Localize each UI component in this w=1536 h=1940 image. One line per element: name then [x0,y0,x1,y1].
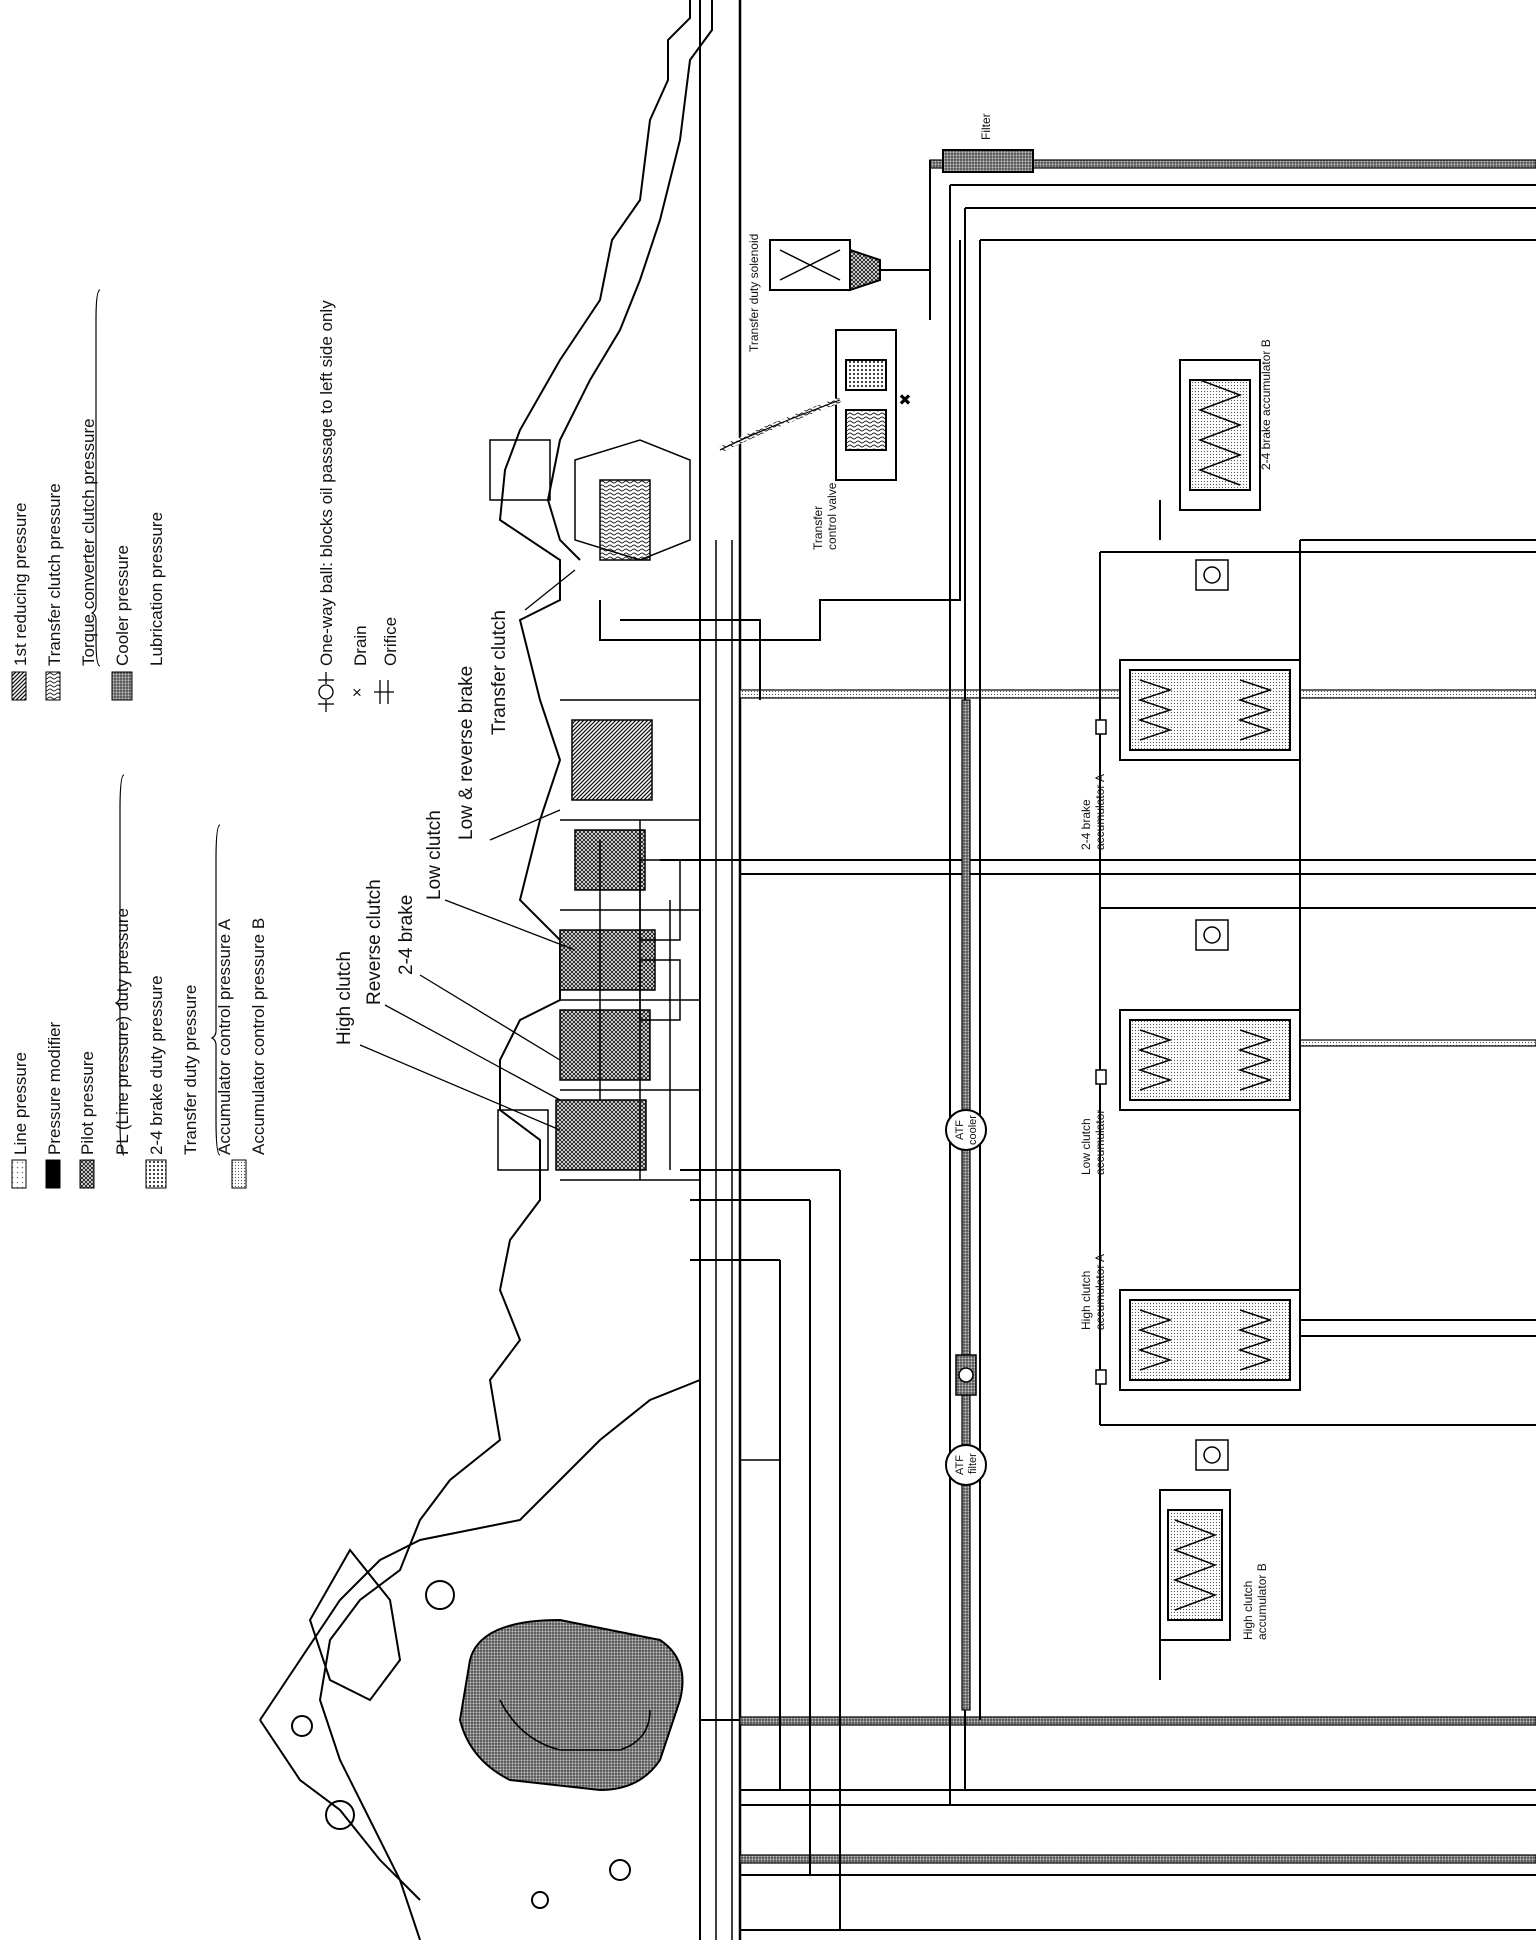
mount-hole-1 [425,1580,455,1610]
one-way-ball-valves [1095,559,1229,1471]
legend-swatches-right [11,289,133,701]
transmission-cross-section [259,0,742,1940]
legend-acc-a: Accumulator control pressure A [215,918,234,1155]
label-high-clutch: High clutch [334,951,355,1045]
clutch-packs [489,439,700,1181]
label-atf-filter-2: filter [967,1453,979,1474]
label-transfer-control-valve-1: Transfer [811,506,825,550]
transfer-control-valve: × [718,329,911,481]
brake-24-accumulator-b [1159,359,1261,540]
legend-torque-converter: Torque converter clutch pressure [79,418,98,666]
low-clutch-accumulator [1119,1009,1301,1111]
swatch-accumulator-pressure [231,1159,247,1189]
label-24-brake-acc-b: 2-4 brake accumulator B [1259,339,1273,470]
swatch-line-pressure [11,1159,27,1189]
label-low-clutch: Low clutch [424,810,445,900]
legend-pressure-modifier: Pressure modifier [45,1021,64,1155]
cooler-one-way-ball [955,1354,977,1396]
swatch-cooler-lube [111,671,133,701]
label-24-brake: 2-4 brake [396,895,417,975]
label-24-brake-acc-a-2: accumulator A [1093,774,1107,850]
label-low-acc-2: accumulator [1093,1110,1107,1175]
filter-element [942,149,1034,173]
component-labels: High clutch Reverse clutch 2-4 brake Low… [334,113,1273,1640]
label-24-brake-acc-a-1: 2-4 brake [1079,799,1093,850]
feed-passages [599,240,961,1721]
case-inner-top [546,0,713,561]
label-high-acc-b-2: accumulator B [1255,1563,1269,1640]
label-transfer-clutch: Transfer clutch [489,610,510,735]
mount-hole-2 [325,1800,355,1830]
label-high-acc-b-1: High clutch [1241,1581,1255,1640]
swatch-pilot-pressure [79,1159,95,1189]
torque-converter [458,1618,684,1909]
label-low-reverse-brake: Low & reverse brake [456,666,477,840]
label-high-acc-a-1: High clutch [1079,1271,1093,1330]
atf-cooler-circle [945,1109,987,1151]
label-transfer-control-valve-2: control valve [825,482,839,550]
legend: Line pressure Pressure modifier Pilot pr… [11,289,400,1189]
label-atf-filter-1: ATF [954,1455,966,1475]
one-way-ball-icon [318,672,334,712]
label-atf-cooler-2: cooler [967,1115,979,1145]
legend-swatches-left [11,774,247,1189]
drain-icon: × [352,683,362,702]
legend-transfer-duty: Transfer duty pressure [181,985,200,1155]
hydraulic-circuit: × [599,149,1536,1931]
symbol-key: One-way ball: blocks oil passage to left… [317,300,400,712]
legend-24-brake-duty: 2-4 brake duty pressure [147,975,166,1155]
legend-1st-reducing: 1st reducing pressure [11,503,30,666]
swatch-pressure-modifier [45,1159,61,1189]
legend-transfer-clutch: Transfer clutch pressure [45,483,64,666]
drain-label: Drain [351,625,370,666]
atf-filter-circle [945,1444,987,1486]
swatch-transfer-clutch [45,671,61,701]
transfer-valve-drain-mark: × [900,390,910,409]
orifice-icon [374,680,394,704]
legend-cooler: Cooler pressure [113,545,132,666]
label-reverse-clutch: Reverse clutch [364,879,385,1005]
brake-24-accumulator-a [1119,659,1301,761]
swatch-1st-reducing [11,671,27,701]
label-high-acc-a-2: accumulator A [1093,1254,1107,1330]
label-transfer-duty-solenoid: Transfer duty solenoid [747,234,761,352]
brace-accumulator [210,824,221,1156]
legend-acc-b: Accumulator control pressure B [249,918,268,1155]
mount-bracket [308,1548,402,1702]
orifice-label: Orifice [381,617,400,666]
housing-lobe [259,1719,421,1901]
legend-pilot-pressure: Pilot pressure [78,1051,97,1155]
brace-duty [114,774,125,1156]
legend-pl-duty: PL (Line pressure) duty pressure [113,908,132,1155]
transfer-duty-solenoid [769,239,930,292]
component-leaders [359,569,576,1131]
label-filter: Filter [979,113,993,140]
legend-line-pressure: Line pressure [11,1052,30,1155]
legend-lubrication: Lubrication pressure [147,512,166,666]
converter-housing [259,1379,701,1721]
brace-cooler-lube [90,289,101,667]
label-atf-cooler-1: ATF [954,1120,966,1140]
label-low-acc-1: Low clutch [1079,1118,1093,1175]
high-clutch-accumulator-b [1159,1489,1231,1680]
swatch-duty-pressure [145,1159,167,1189]
mount-hole-3 [291,1715,313,1737]
one-way-ball-label: One-way ball: blocks oil passage to left… [317,300,336,666]
high-clutch-accumulator-a [1119,1289,1301,1391]
